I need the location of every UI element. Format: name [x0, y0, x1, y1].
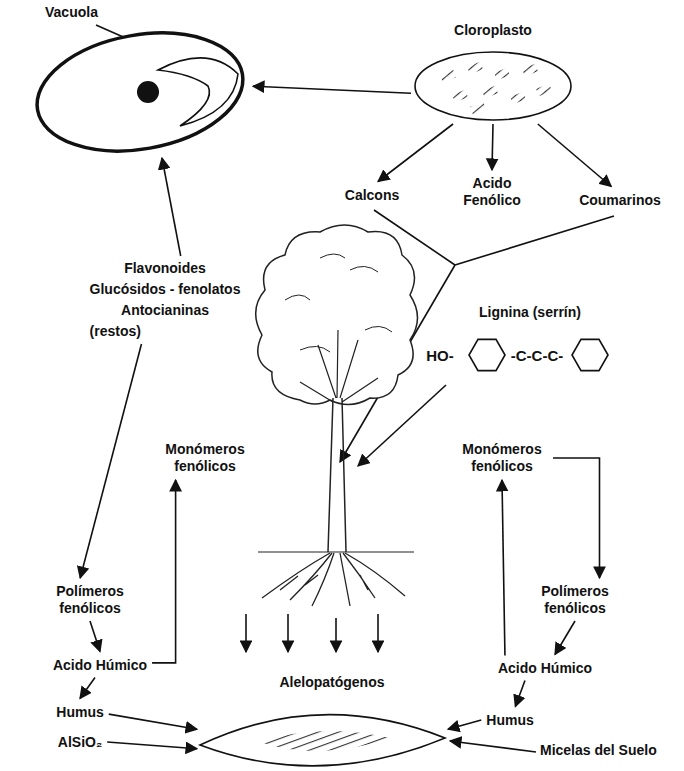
node-heading: Micelas del Suelo	[540, 742, 657, 759]
node-text: Polímeros fenólicos	[529, 583, 621, 617]
chloroplast-outline	[413, 50, 573, 122]
process-label: Humus	[53, 702, 106, 723]
vacuole-outline	[158, 58, 238, 126]
nucleus	[137, 81, 159, 103]
granum	[482, 86, 498, 98]
process-label: Humus	[483, 710, 536, 731]
granum	[452, 90, 468, 102]
compound-label: Coumarinos	[576, 190, 664, 211]
formula-text: -C-C-C-	[511, 347, 563, 364]
node-text: (restos)	[90, 323, 241, 340]
arrow-connector	[492, 124, 493, 170]
node-text: Coumarinos	[579, 192, 661, 209]
process-label: Acido Húmico	[50, 655, 150, 676]
node-text: Monómeros fenólicos	[159, 441, 251, 475]
node-heading: Vacuola	[45, 4, 98, 21]
formula-text: HO-	[426, 347, 454, 364]
soil-micelle: Micelas del Suelo	[200, 700, 445, 765]
node-text: Calcons	[345, 187, 399, 204]
arrow-connector	[553, 458, 600, 578]
node-text: Lignina (serrín)	[479, 304, 581, 321]
cell-outline	[30, 30, 250, 155]
mineral-label: AlSiO₂	[55, 732, 105, 753]
arrow-connector	[538, 124, 611, 187]
compound-label: Acido Fenólico	[449, 173, 535, 211]
micelle-texture	[260, 731, 390, 751]
micelle-outline	[200, 715, 445, 766]
compound-label: Calcons	[342, 185, 402, 206]
node-text: Polímeros fenólicos	[44, 583, 136, 617]
node-text: Humus	[56, 704, 103, 721]
arrow-connector	[90, 621, 100, 652]
arrow-connector	[80, 344, 141, 578]
process-label: Alelopatógenos	[276, 672, 387, 693]
soil-micelle	[200, 700, 445, 765]
arrow-connector	[502, 480, 505, 656]
arrow-connector	[109, 714, 197, 729]
node-text: Alelopatógenos	[279, 674, 384, 691]
arrow-connector	[152, 480, 176, 663]
node-heading: Cloroplasto	[413, 22, 573, 39]
process-label: Acido Húmico	[495, 658, 595, 679]
process-label: Polímeros fenólicos	[526, 581, 624, 619]
node-text: AlSiO₂	[58, 734, 102, 751]
leader-line	[450, 741, 536, 752]
arrow-connector	[253, 86, 411, 93]
arrow-connector	[162, 158, 181, 256]
chloroplast-membrane	[415, 52, 571, 120]
benzene-rings	[469, 339, 608, 370]
tree-illustration	[256, 225, 418, 606]
cell-wall	[28, 18, 253, 166]
compound-list: FlavonoidesGlucósidos - fenolatosAntocia…	[87, 258, 244, 342]
node-text: Acido Fenólico	[452, 175, 532, 209]
granum	[510, 92, 526, 104]
compound-label: Lignina (serrín)	[476, 302, 584, 323]
arrow-connector	[80, 678, 95, 699]
node-text: Antocianinas	[90, 302, 241, 319]
node-text: Glucósidos - fenolatos	[90, 281, 241, 298]
node-text: Acido Húmico	[53, 657, 147, 674]
arrow-connector	[107, 742, 197, 749]
node-text: Acido Húmico	[498, 660, 592, 677]
granum	[440, 70, 456, 82]
node-text: Humus	[486, 712, 533, 729]
node-text: Monómeros fenólicos	[456, 441, 548, 475]
process-label: Monómeros fenólicos	[156, 439, 254, 477]
chloroplast-outline: Cloroplasto	[413, 50, 573, 122]
node-text: Flavonoides	[90, 260, 241, 277]
arrow-connector	[555, 621, 575, 655]
arrow-connector	[448, 720, 481, 729]
process-label: Polímeros fenólicos	[41, 581, 139, 619]
granum	[470, 102, 486, 114]
arrow-connector	[515, 681, 525, 707]
granum	[467, 62, 483, 74]
process-label: Monómeros fenólicos	[453, 439, 551, 477]
arrow-connector	[378, 124, 453, 182]
granum	[536, 84, 552, 96]
granum	[522, 64, 538, 76]
exudate-arrows	[246, 614, 378, 652]
cell-outline: Vacuola	[30, 30, 250, 155]
granum	[494, 68, 510, 80]
